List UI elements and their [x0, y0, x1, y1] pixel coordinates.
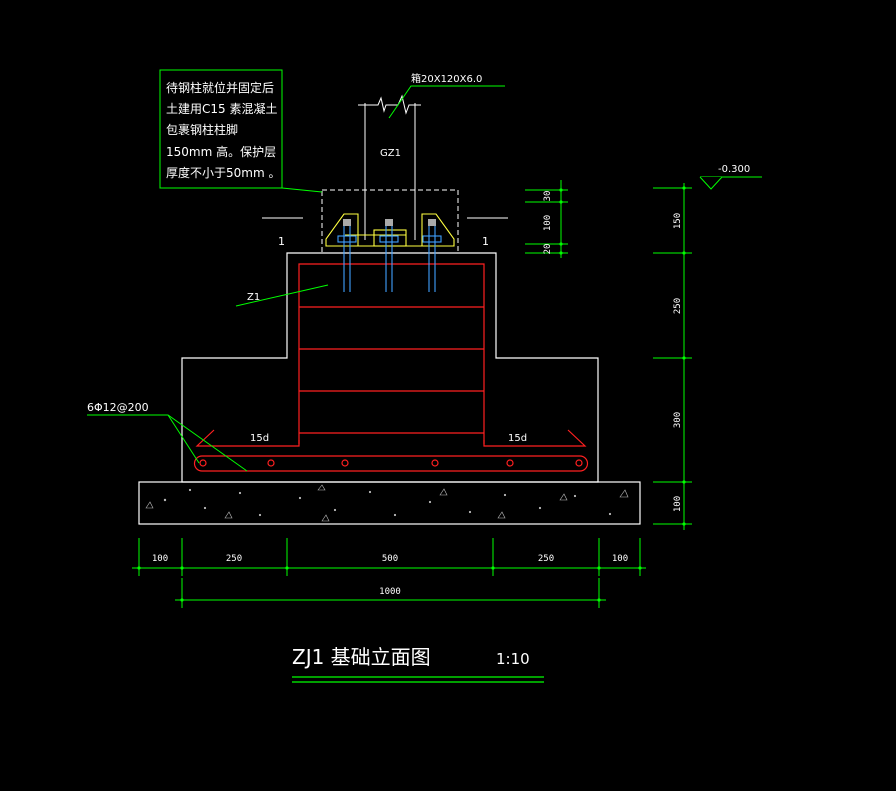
anchor-label-left: 15d	[250, 433, 269, 444]
dim-bottom-250-right: 250	[538, 554, 554, 564]
base-plate	[325, 213, 455, 247]
dim-bottom-100-left: 100	[152, 554, 168, 564]
leader-lines	[87, 69, 505, 472]
dim-right-100b: 100	[673, 496, 683, 512]
dim-right-300: 300	[673, 412, 683, 428]
note-line-3: 包裹钢柱柱脚	[166, 122, 238, 137]
section-mark-right: 1	[482, 235, 489, 248]
bedding-hatch	[145, 484, 629, 522]
dim-right-20: 20	[543, 244, 553, 255]
pedestal-label: Z1	[247, 292, 260, 303]
right-dimensions	[525, 176, 762, 530]
note-line-2: 土建用C15 素混凝土	[166, 101, 277, 116]
bottom-dimensions	[132, 538, 646, 608]
encasement-outline	[321, 189, 459, 254]
dim-right-250: 250	[673, 298, 683, 314]
bottom-dim-ticks	[137, 566, 642, 602]
dim-total: 1000	[379, 587, 401, 597]
dim-bottom-250-left: 250	[226, 554, 242, 564]
dim-bottom-500: 500	[382, 554, 398, 564]
note-line-5: 厚度不小于50mm 。	[166, 165, 280, 180]
elevation-label: -0.300	[718, 164, 750, 175]
rebar-label: 6Φ12@200	[87, 401, 149, 414]
drawing-title: ZJ1 基础立面图	[292, 645, 431, 669]
dim-right-30: 30	[543, 191, 553, 202]
right-dim-ticks	[559, 186, 686, 526]
note-line-4: 150mm 高。保护层	[166, 144, 276, 159]
dim-right-100: 100	[543, 215, 553, 231]
anchor-label-right: 15d	[508, 433, 527, 444]
title-underline	[292, 676, 544, 683]
drawing-scale: 1:10	[496, 650, 530, 668]
base-rebar	[193, 429, 589, 472]
bolt-nuts	[343, 219, 436, 226]
dim-bottom-100-right: 100	[612, 554, 628, 564]
anchor-bolts	[337, 220, 442, 292]
section-mark-left: 1	[278, 235, 285, 248]
dim-right-150: 150	[673, 213, 683, 229]
steel-column	[358, 94, 421, 240]
note-line-1: 待钢柱就位并固定后	[166, 80, 274, 95]
bedding-layer	[138, 481, 641, 525]
column-label: GZ1	[380, 148, 401, 159]
box-section-label: 箱20X120X6.0	[411, 72, 482, 85]
foundation-outline	[181, 252, 599, 483]
